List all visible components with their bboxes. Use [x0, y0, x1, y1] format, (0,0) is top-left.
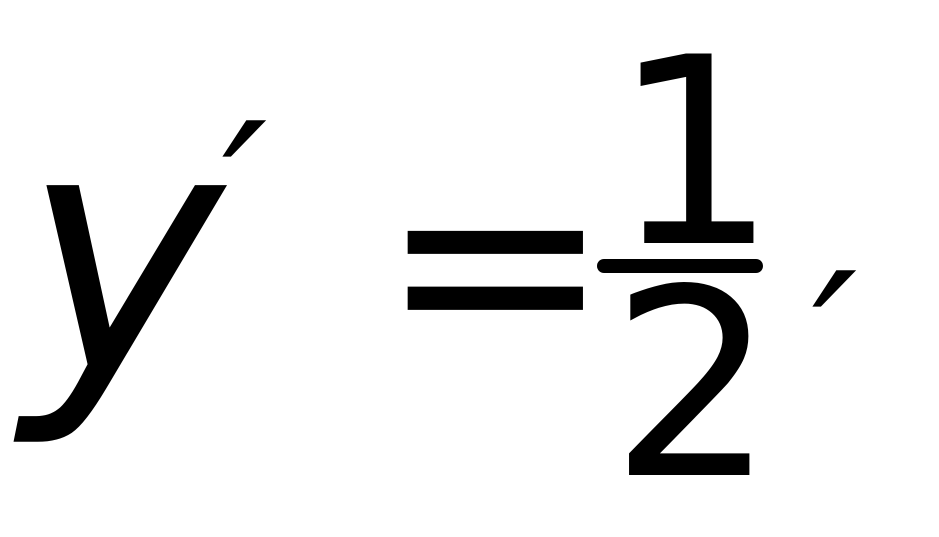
formula-equals-sign: = [378, 99, 613, 425]
formula-trailing-prime: ′ [812, 231, 858, 464]
fraction-denominator: 2 [610, 235, 776, 537]
formula-prime-mark: ′ [222, 81, 268, 314]
fraction-numerator: 1 [612, 3, 778, 305]
formula-variable-y: y [22, 56, 224, 452]
fraction-bar [597, 259, 763, 273]
